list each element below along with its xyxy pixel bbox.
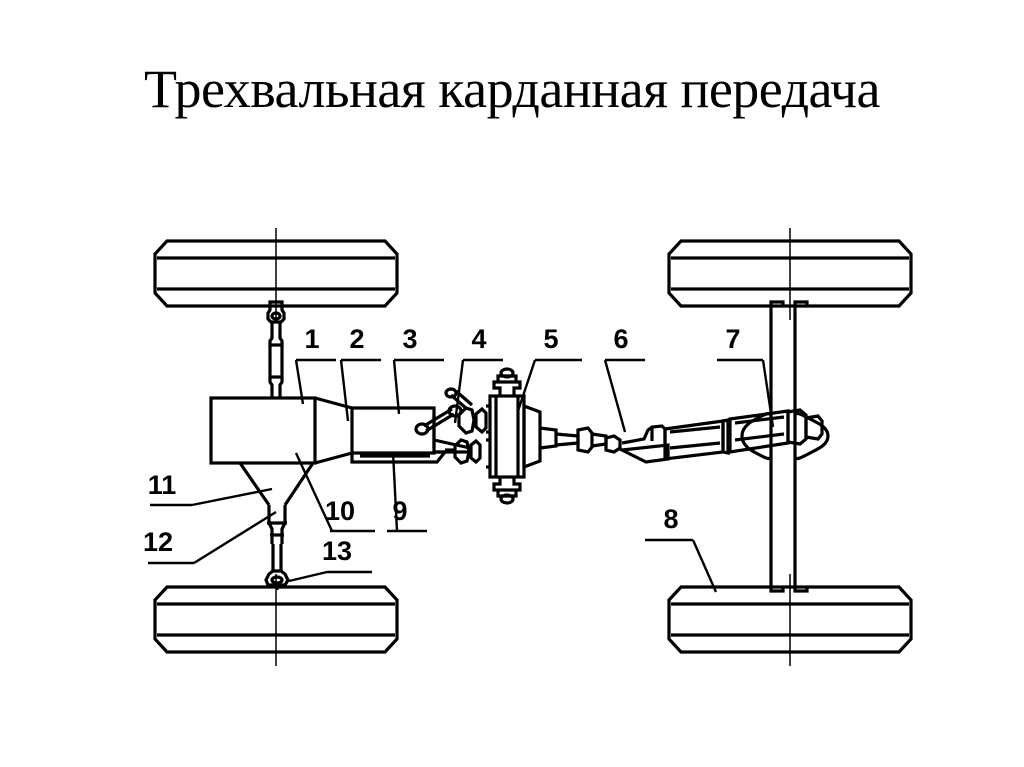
callout-number-5: 5 <box>543 324 558 354</box>
callout-number-2: 2 <box>349 324 364 354</box>
callout-number-6: 6 <box>613 324 628 354</box>
support-bearing-block <box>486 367 542 505</box>
callout-leader <box>391 451 399 532</box>
callout-8 <box>645 538 718 593</box>
callout-7 <box>717 358 775 428</box>
callout-layer <box>148 358 775 593</box>
callout-number-13: 13 <box>322 536 352 566</box>
callout-leader <box>603 359 627 433</box>
callout-number-11: 11 <box>148 470 177 500</box>
callout-number-12: 12 <box>143 527 173 557</box>
callout-3 <box>392 358 444 415</box>
page-title: Трехвальная карданная передача <box>144 59 880 119</box>
rear-cardan-joint <box>804 414 824 441</box>
callout-number-9: 9 <box>392 496 407 526</box>
callout-leader <box>392 359 401 415</box>
callout-leader <box>191 487 273 507</box>
callout-number-10: 10 <box>325 496 355 526</box>
callout-13 <box>288 570 372 583</box>
engine-block <box>209 396 317 465</box>
callout-number-7: 7 <box>725 324 740 354</box>
callout-leader <box>691 539 718 593</box>
rear-axle-beam <box>769 300 809 593</box>
callout-leader <box>294 452 334 532</box>
callout-number-4: 4 <box>471 324 486 354</box>
callout-leader <box>294 359 305 405</box>
rear-of-bearing-shaft <box>539 426 608 454</box>
callout-leader <box>516 359 537 412</box>
callout-6 <box>603 358 645 433</box>
callout-leader <box>288 570 328 583</box>
callout-10 <box>294 452 375 533</box>
callout-number-3: 3 <box>402 324 417 354</box>
gearbox <box>350 406 436 455</box>
propeller-shaft <box>604 408 808 464</box>
gearbox-output-shaft <box>350 438 471 464</box>
shaft-detail-small <box>486 430 490 442</box>
callout-12 <box>148 510 277 565</box>
callout-number-1: 1 <box>304 324 319 354</box>
callout-leader <box>761 359 775 428</box>
callout-11 <box>150 487 273 507</box>
callout-leader <box>339 359 350 422</box>
callout-number-8: 8 <box>663 504 678 534</box>
front-axle-assembly <box>238 300 315 590</box>
callout-5 <box>516 358 582 412</box>
callout-1 <box>294 358 336 405</box>
callout-leader <box>193 510 277 565</box>
callout-leader <box>453 359 465 424</box>
callout-2 <box>339 358 381 422</box>
callout-9 <box>387 451 427 533</box>
callout-4 <box>453 358 503 424</box>
